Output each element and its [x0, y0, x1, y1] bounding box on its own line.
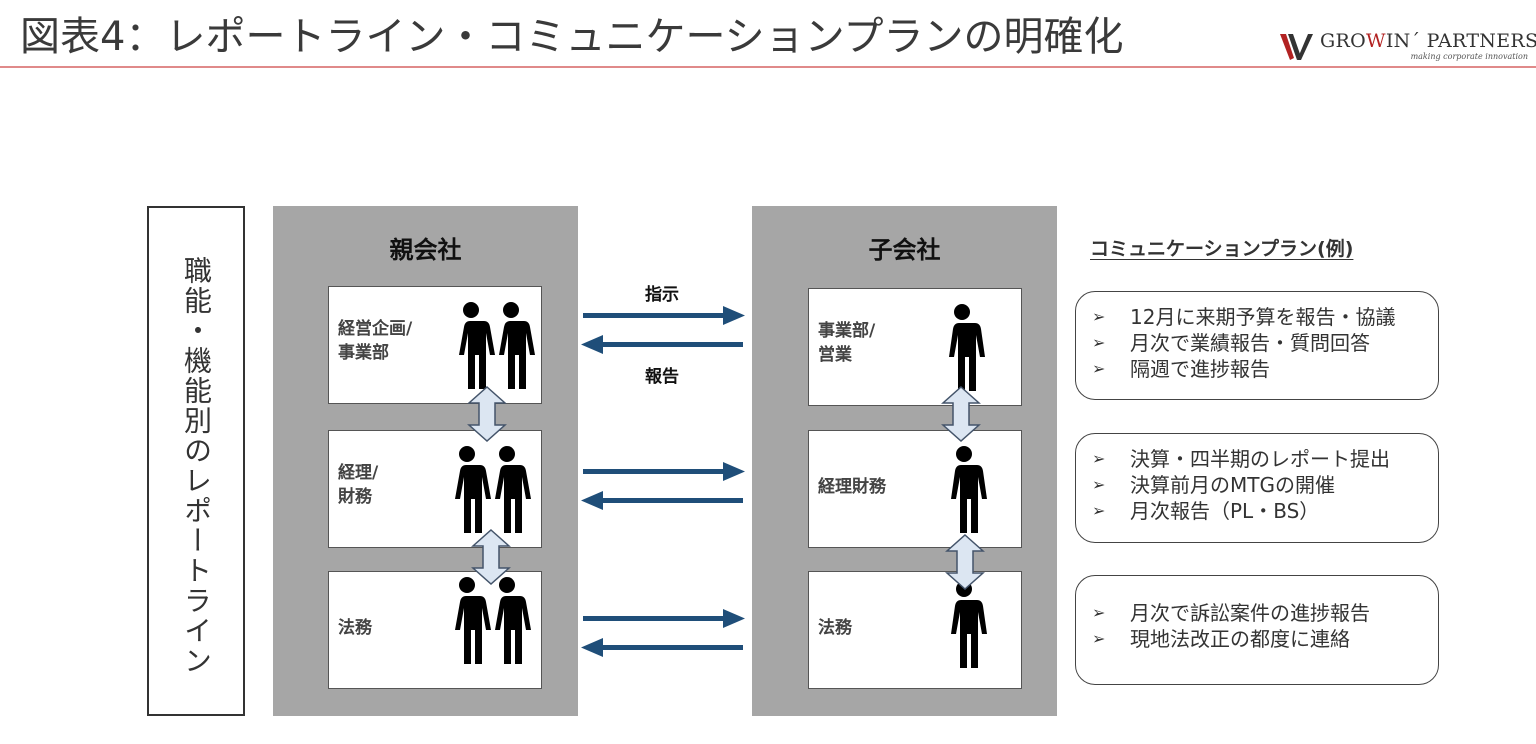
plan-box-business: ➢12月に来期予算を報告・協議 ➢月次で業績報告・質問回答 ➢隔週で進捗報告: [1075, 291, 1439, 400]
plan-box-accounting: ➢決算・四半期のレポート提出 ➢決算前月のMTGの開催 ➢月次報告（PL・BS）: [1075, 433, 1439, 543]
subsidiary-unit-business: 事業部/ 営業: [808, 288, 1022, 406]
unit-label: 財務: [338, 487, 372, 507]
arrow-bullet-icon: ➢: [1092, 501, 1106, 520]
arrow-bullet-icon: ➢: [1092, 629, 1106, 648]
person-icon: [951, 446, 987, 533]
instruction-arrow-icon: [583, 609, 745, 628]
plan-box-legal: ➢月次で訴訟案件の進捗報告 ➢現地法改正の都度に連絡: [1075, 575, 1439, 685]
instruction-arrow-icon: [583, 306, 745, 325]
plan-item: ➢現地法改正の都度に連絡: [1092, 627, 1350, 651]
person-icon: [949, 304, 985, 391]
report-arrow-icon: [581, 491, 743, 510]
plan-item: ➢月次で訴訟案件の進捗報告: [1092, 601, 1370, 625]
arrow-bullet-icon: ➢: [1092, 603, 1106, 622]
parent-unit-planning: 経営企画/ 事業部: [328, 286, 542, 404]
subsidiary-title: 子会社: [868, 236, 941, 264]
unit-label: 事業部: [338, 343, 389, 363]
reporting-line-label-box: 職能・機能別のレポートライン: [147, 206, 245, 716]
instruction-label: 指示: [645, 285, 679, 305]
unit-label: 法務: [818, 618, 852, 638]
parent-unit-legal: 法務: [328, 571, 542, 689]
arrow-bullet-icon: ➢: [1092, 359, 1106, 378]
plan-item: ➢月次で業績報告・質問回答: [1092, 331, 1370, 355]
plan-item: ➢月次報告（PL・BS）: [1092, 499, 1320, 523]
report-arrow-icon: [581, 335, 743, 354]
page-title: 図表4：レポートライン・コミュニケーションプランの明確化: [20, 14, 1124, 60]
unit-label: 経理財務: [818, 477, 886, 497]
subsidiary-unit-legal: 法務: [808, 571, 1022, 689]
arrow-bullet-icon: ➢: [1092, 449, 1106, 468]
unit-label: 経営企画/: [338, 319, 413, 339]
double-arrow-vertical-icon: [941, 386, 981, 442]
plan-item: ➢決算前月のMTGの開催: [1092, 473, 1335, 497]
logo-name: GROWIN´ PARTNERS: [1320, 30, 1536, 52]
plan-item: ➢隔週で進捗報告: [1092, 357, 1270, 381]
two-people-icon: [458, 302, 535, 389]
title-divider: [0, 66, 1536, 68]
double-arrow-vertical-icon: [945, 534, 985, 590]
unit-label: 事業部/: [818, 321, 876, 341]
reporting-line-label: 職能・機能別のレポートライン: [180, 256, 213, 676]
arrow-bullet-icon: ➢: [1092, 475, 1106, 494]
parent-company-title: 親会社: [389, 236, 462, 264]
instruction-arrow-icon: [583, 462, 745, 481]
unit-label: 法務: [338, 618, 372, 638]
parent-unit-accounting: 経理/ 財務: [328, 430, 542, 548]
two-people-icon: [454, 577, 531, 664]
unit-label: 経理/: [338, 463, 379, 483]
arrow-bullet-icon: ➢: [1092, 307, 1106, 326]
double-arrow-vertical-icon: [471, 529, 511, 585]
plan-item: ➢12月に来期予算を報告・協議: [1092, 305, 1396, 329]
company-logo: GROWIN´ PARTNERS making corporate innova…: [1280, 30, 1536, 64]
report-label: 報告: [645, 367, 679, 387]
person-icon: [951, 581, 987, 668]
double-arrow-vertical-icon: [467, 386, 507, 442]
logo-w-icon: [1280, 34, 1313, 60]
subsidiary-unit-accounting: 経理財務: [808, 430, 1022, 548]
communication-plan-heading: コミュニケーションプラン(例): [1090, 238, 1354, 260]
logo-tagline: making corporate innovation: [1410, 52, 1528, 61]
arrow-bullet-icon: ➢: [1092, 333, 1106, 352]
two-people-icon: [454, 446, 531, 533]
plan-item: ➢決算・四半期のレポート提出: [1092, 447, 1390, 471]
unit-label: 営業: [818, 345, 852, 365]
report-arrow-icon: [581, 638, 743, 657]
